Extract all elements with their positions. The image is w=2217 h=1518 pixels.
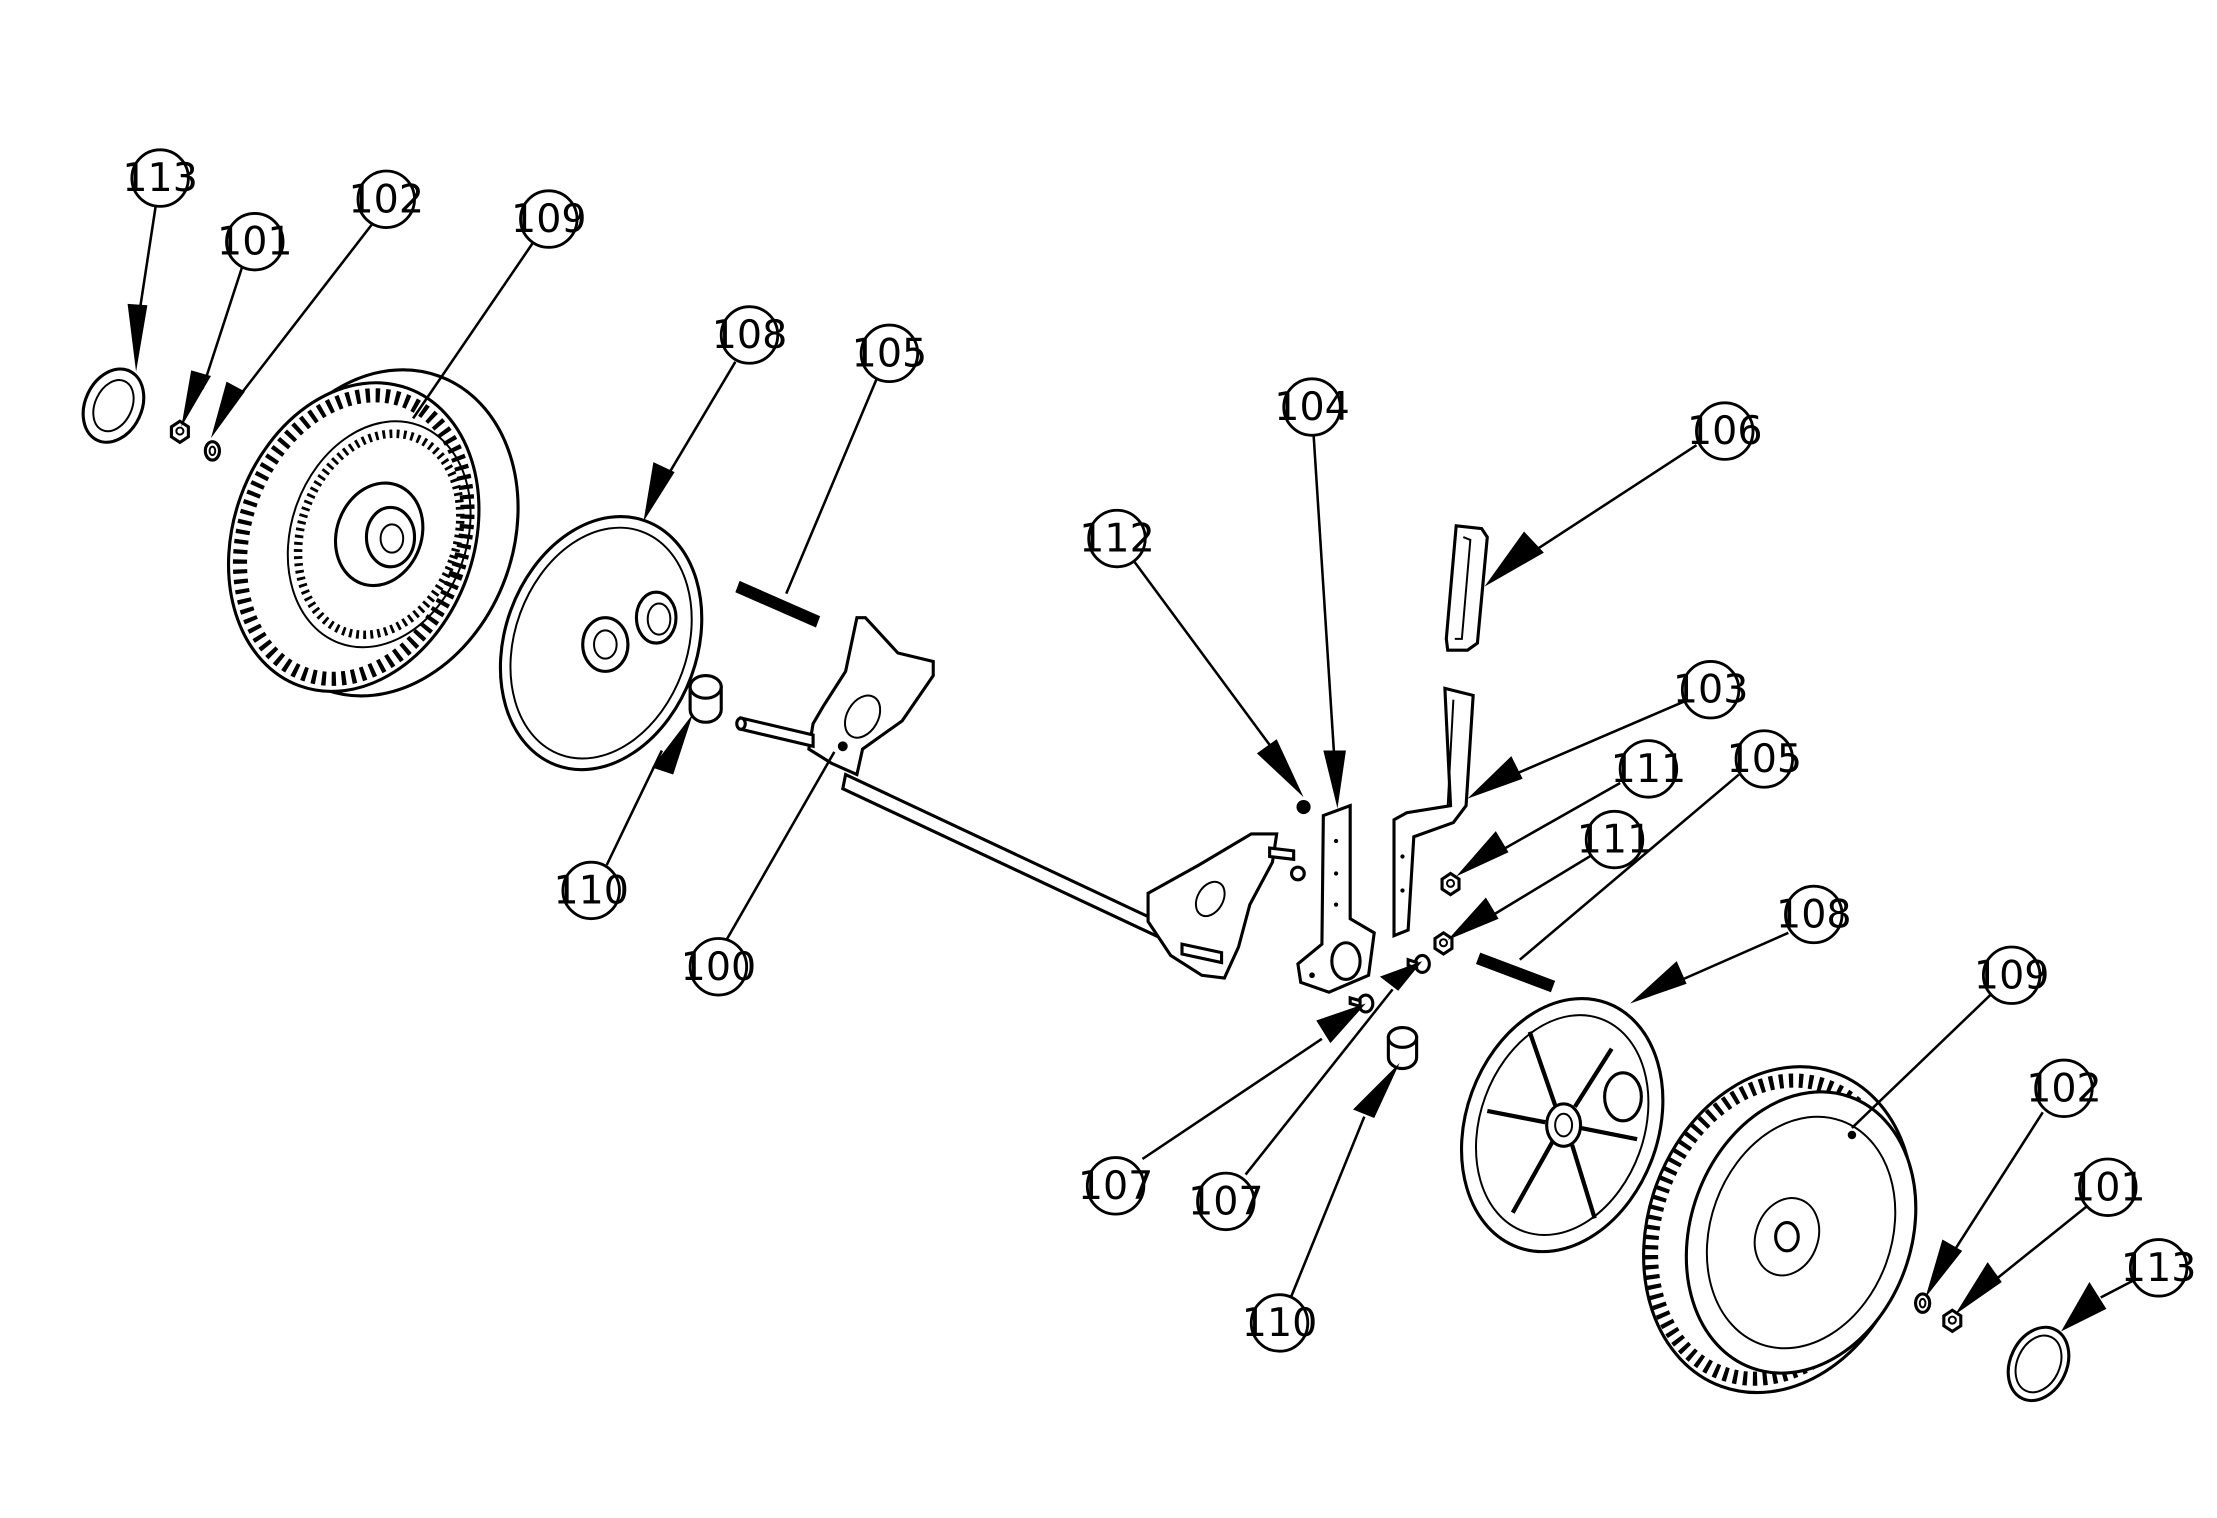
callout-113-left: 113 [122,148,198,208]
callout-108-right: 108 [1776,884,1852,945]
part-104-bracket [1296,803,1376,994]
callout-107-left: 107 [1078,1156,1154,1216]
svg-text:111: 111 [1577,817,1653,863]
leader-lines [127,204,2137,1332]
callout-102-left: 102 [348,169,424,229]
svg-text:109: 109 [1974,952,2050,998]
part-105-right-pin [1475,952,1556,993]
part-101-right-nut [1942,1308,1963,1334]
part-109-left-wheel [226,368,520,698]
svg-text:113: 113 [2121,1245,2197,1291]
part-108-left-wheel-cover [498,515,704,772]
svg-text:105: 105 [852,330,928,376]
callout-109-left: 109 [511,189,587,249]
callout-108-left: 108 [712,305,788,365]
part-100-axle-assembly [735,616,1296,980]
callout-110-left: 110 [553,860,629,921]
part-101-left-nut [169,419,190,445]
svg-text:108: 108 [712,312,788,358]
callout-111-upper: 111 [1611,739,1687,799]
svg-text:113: 113 [122,155,198,201]
part-110-right-spacer [1386,1025,1419,1071]
callout-100: 100 [681,937,757,997]
part-102-right-washer [1914,1292,1932,1314]
svg-text:104: 104 [1274,384,1350,430]
callout-111-lower: 111 [1577,809,1653,870]
svg-text:109: 109 [511,196,587,242]
part-109-right-wheel [1642,1065,1918,1395]
part-107-screw-2 [1406,953,1431,974]
callout-109-right: 109 [1974,945,2050,1005]
part-108-right-wheel-cover [1459,996,1665,1254]
svg-text:107: 107 [1188,1178,1264,1224]
part-103-lever [1392,686,1475,938]
callout-105-right: 105 [1727,729,1803,789]
svg-text:103: 103 [1673,667,1749,713]
callout-103: 103 [1673,660,1749,720]
callout-105-left: 105 [852,323,928,384]
svg-text:102: 102 [2026,1065,2102,1111]
svg-text:100: 100 [681,944,757,990]
svg-text:107: 107 [1078,1163,1154,1209]
callout-102-right: 102 [2026,1058,2102,1119]
callout-101-left: 101 [217,212,293,272]
svg-text:110: 110 [1242,1300,1318,1346]
part-112-nut [1289,799,1311,882]
svg-text:111: 111 [1611,746,1687,792]
callout-107-right: 107 [1188,1171,1264,1232]
svg-text:110: 110 [553,867,629,913]
part-113-right-cap [2006,1325,2071,1403]
part-111-bolt-lower [1433,930,1454,956]
svg-text:105: 105 [1727,736,1803,782]
svg-text:106: 106 [1687,408,1763,454]
svg-text:101: 101 [2070,1164,2146,1210]
svg-text:102: 102 [348,176,424,222]
part-105-left-pin [735,580,821,628]
svg-text:108: 108 [1776,891,1852,937]
part-106-grip [1444,524,1489,652]
svg-text:101: 101 [217,219,293,265]
callout-106: 106 [1687,401,1763,461]
callout-112: 112 [1079,508,1155,569]
part-110-left-spacer [688,674,723,724]
callout-104: 104 [1274,377,1350,437]
part-102-left-washer [203,440,222,462]
callout-110-right: 110 [1242,1293,1318,1353]
callout-113-right: 113 [2121,1238,2197,1298]
part-111-bolt-upper [1440,871,1461,897]
svg-text:112: 112 [1079,516,1155,562]
part-113-left-clip [81,367,146,444]
callout-101-right: 101 [2070,1157,2146,1217]
